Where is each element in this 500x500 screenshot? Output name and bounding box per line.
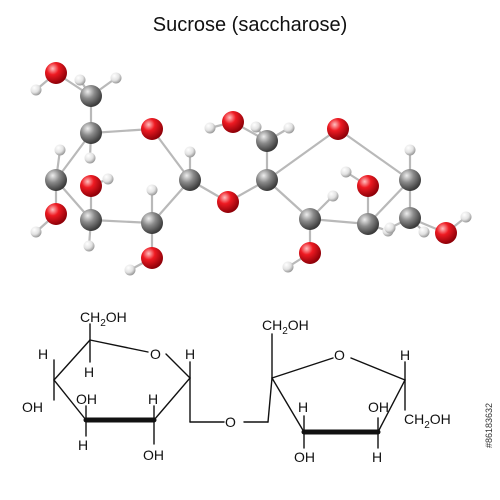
glucose-c2-hydroxyl-label: OH <box>143 447 164 463</box>
oxygen-atom <box>299 242 321 264</box>
carbon-atom <box>80 85 102 107</box>
glucose-ring-oxygen-label: O <box>150 346 161 362</box>
hydrogen-atom <box>384 222 396 234</box>
hydrogen-atom <box>146 184 158 196</box>
oxygen-atom <box>357 175 379 197</box>
carbon-atom <box>256 169 278 191</box>
glycosidic-oxygen-label: O <box>225 414 236 430</box>
oxygen-atom <box>327 118 349 140</box>
carbon-atom <box>357 213 379 235</box>
hydrogen-atom <box>204 122 216 134</box>
oxygen-atom <box>222 111 244 133</box>
carbon-atom <box>299 208 321 230</box>
carbon-atom <box>399 169 421 191</box>
stock-image-id: #86183632 <box>484 402 494 448</box>
hydrogen-atom <box>404 144 416 156</box>
hydrogen-atom <box>124 264 136 276</box>
structural-formula: CH2OH O H H H OH OH H H OH O CH2OH O H H… <box>22 309 451 465</box>
hydrogen-atom <box>102 173 114 185</box>
hydrogen-atom <box>283 122 295 134</box>
oxygen-atom <box>217 191 239 213</box>
glucose-c4-hydroxyl-label: OH <box>22 399 43 415</box>
model-bonds <box>34 71 468 272</box>
oxygen-atom <box>45 62 67 84</box>
oxygen-atom <box>141 118 163 140</box>
fructose-ch2oh-label: CH2OH <box>262 317 309 337</box>
ball-and-stick-model <box>30 62 472 276</box>
hydrogen-atom <box>282 261 294 273</box>
fructose-c4-hydroxyl-label: OH <box>368 399 389 415</box>
carbon-atom <box>80 122 102 144</box>
glucose-c3-hydrogen-label: H <box>78 437 88 453</box>
glucose-c1-hydrogen-label: H <box>185 346 195 362</box>
hydrogen-atom <box>30 84 42 96</box>
hydrogen-atom <box>327 190 339 202</box>
carbon-atom <box>141 212 163 234</box>
diagram-title: Sucrose (saccharose) <box>152 14 348 36</box>
hydrogen-atom <box>250 121 262 133</box>
oxygen-atom <box>141 247 163 269</box>
glucose-c2-hydrogen-label: H <box>148 391 158 407</box>
glucose-c5-hydrogen-label: H <box>84 364 94 380</box>
model-atoms <box>30 62 472 276</box>
hydrogen-atom <box>84 152 96 164</box>
oxygen-atom <box>80 175 102 197</box>
hydrogen-atom <box>54 144 66 156</box>
oxygen-atom <box>45 203 67 225</box>
hydrogen-atom <box>83 240 95 252</box>
glucose-ch2oh-label: CH2OH <box>80 309 127 329</box>
carbon-atom <box>80 209 102 231</box>
glucose-c3-hydroxyl-label: OH <box>76 391 97 407</box>
fructose-c6-ch2oh-label: CH2OH <box>404 411 451 431</box>
hydrogen-atom <box>184 146 196 158</box>
hydrogen-atom <box>110 72 122 84</box>
carbon-atom <box>399 207 421 229</box>
fructose-ring <box>271 333 406 449</box>
fructose-c4-hydrogen-label: H <box>372 449 382 465</box>
carbon-atom <box>45 169 67 191</box>
hydrogen-atom <box>460 211 472 223</box>
carbon-atom <box>256 130 278 152</box>
glucose-ring <box>53 323 273 445</box>
hydrogen-atom <box>74 74 86 86</box>
carbon-atom <box>179 169 201 191</box>
fructose-c3-hydroxyl-label: OH <box>294 449 315 465</box>
hydrogen-atom <box>340 166 352 178</box>
fructose-c5-hydrogen-label: H <box>400 347 410 363</box>
structural-labels: CH2OH O H H H OH OH H H OH O CH2OH O H H… <box>22 309 451 465</box>
fructose-ring-oxygen-label: O <box>334 347 345 363</box>
oxygen-atom <box>435 222 457 244</box>
hydrogen-atom <box>30 226 42 238</box>
fructose-c3-hydrogen-label: H <box>298 399 308 415</box>
glucose-c4-hydrogen-label: H <box>38 346 48 362</box>
hydrogen-atom <box>418 226 430 238</box>
